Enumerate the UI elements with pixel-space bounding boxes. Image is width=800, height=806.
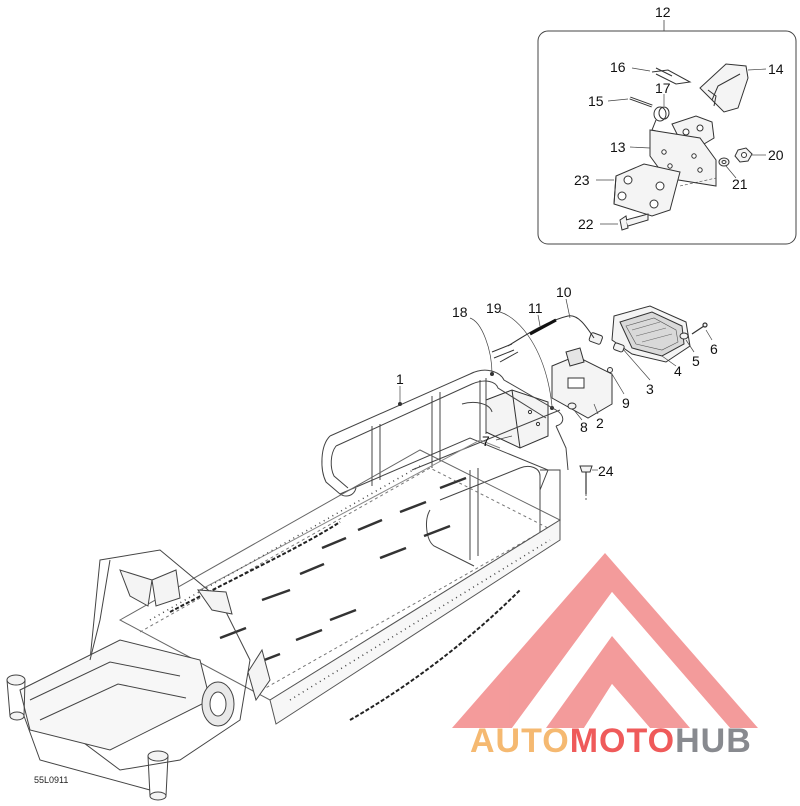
reference-code: 55L0911 [34,775,68,785]
callout-23: 23 [574,172,590,188]
callout-1: 1 [396,371,404,387]
part-11-wire-harness [491,315,595,363]
callout-5: 5 [692,353,700,369]
part-24-bolt [579,465,598,500]
callout-14: 14 [768,61,784,77]
callout-16: 16 [610,59,626,75]
callout-17: 17 [655,80,671,96]
vehicle-chassis [118,439,562,725]
callout-4: 4 [674,363,682,379]
front-frame [6,549,271,801]
callout-12: 12 [655,4,671,20]
callout-8: 8 [580,419,588,435]
part-16-clip [651,67,692,85]
frame-tube-end-right [147,750,169,801]
part-6-screw [691,322,708,335]
part-2-plate-holder [551,347,613,419]
part-23-pad [613,163,681,217]
part-20-nut [734,147,753,163]
callout-21: 21 [732,176,748,192]
callout-13: 13 [610,139,626,155]
watermark-moto: MOTO [569,722,676,760]
callout-6: 6 [710,341,718,357]
part-22-bolt [619,213,649,231]
part-5-washer [679,332,689,340]
watermark-auto: AUTO [470,722,570,760]
part-8-washer [567,402,577,410]
part-14-bracket [699,63,749,113]
callout-20: 20 [768,147,784,163]
inset-frame [537,30,797,245]
callout-22: 22 [578,216,594,232]
frame-tube-end-left [6,674,26,721]
callout-10: 10 [556,284,572,300]
callout-15: 15 [588,93,604,109]
detail-inset: 12 16 14 17 15 13 20 23 21 22 [537,4,797,245]
callout-19: 19 [486,300,502,316]
part-4-light-housing [611,305,691,363]
part-15-pin [629,96,653,108]
callout-24: 24 [598,463,614,479]
watermark-text: AUTOMOTOHUB [470,722,752,761]
callout-2: 2 [596,415,604,431]
callout-9: 9 [622,395,630,411]
callout-7: 7 [482,433,490,449]
callout-18: 18 [452,304,468,320]
watermark-hub: HUB [675,722,752,760]
main-callouts: 1 2 3 4 5 6 7 8 9 10 11 18 19 24 55L0911 [34,284,718,785]
part-9-screw [607,367,613,373]
part-21-washer [718,157,730,167]
part-17-spring [651,106,670,133]
callout-3: 3 [646,381,654,397]
cargo-rack-frame [321,369,569,567]
callout-11: 11 [528,300,543,316]
watermark-logo [452,553,758,728]
